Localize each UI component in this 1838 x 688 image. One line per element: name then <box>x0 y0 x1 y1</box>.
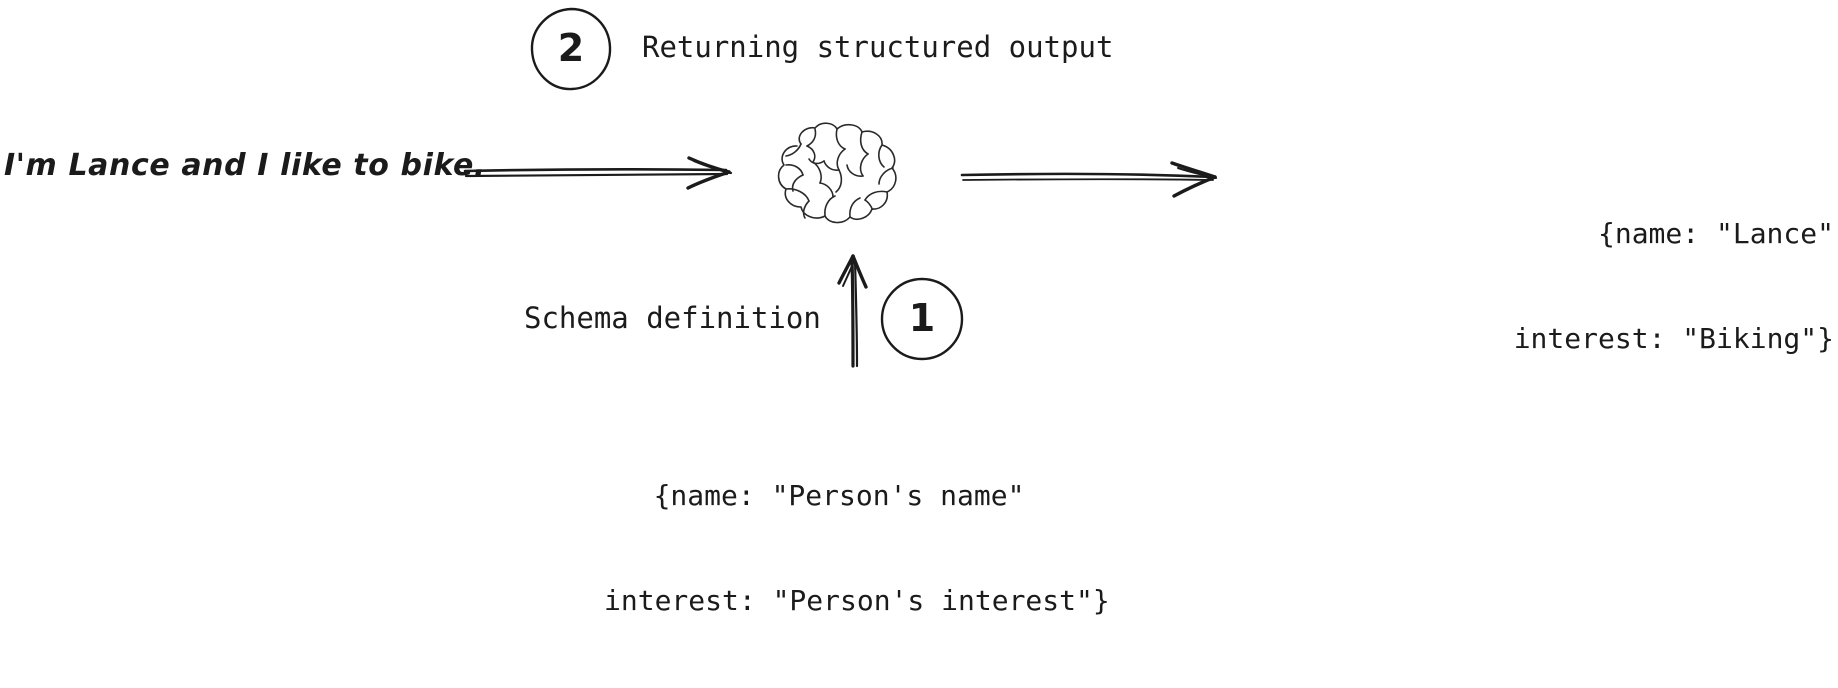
brain-icon <box>765 118 915 236</box>
arrow-input-to-brain-icon <box>463 156 733 190</box>
step-label-returning-structured-output: Returning structured output <box>642 30 1114 64</box>
schema-code-line-1: {name: "Person's name" <box>653 479 1025 512</box>
step-label-schema-definition: Schema definition <box>524 301 821 335</box>
output-code-line-1: {name: "Lance" <box>1597 217 1834 250</box>
arrow-schema-to-brain-icon <box>837 254 868 368</box>
schema-code-line-2: interest: "Person's interest"} <box>604 584 1110 617</box>
step-badge-1-number: 1 <box>908 296 936 340</box>
output-code-line-2: interest: "Biking"} <box>1513 322 1834 355</box>
arrow-brain-to-output-icon <box>960 161 1217 198</box>
step-badge-2: 2 <box>528 6 614 92</box>
step-badge-1: 1 <box>879 276 965 362</box>
step-badge-2-number: 2 <box>557 26 585 70</box>
output-code-block: {name: "Lance" interest: "Biking"} <box>1514 146 1834 426</box>
diagram-canvas: I'm Lance and I like to bike. 2 Returnin… <box>4 6 1834 617</box>
schema-code-block: {name: "Person's name" interest: "Person… <box>604 408 1110 688</box>
input-text: I'm Lance and I like to bike. <box>4 148 486 183</box>
